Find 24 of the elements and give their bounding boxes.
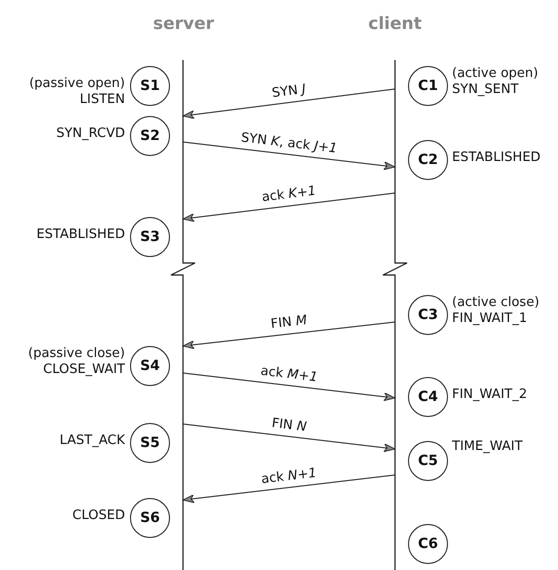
- message-arrow: [182, 424, 396, 452]
- message-arrow: [182, 322, 396, 350]
- state-label: (active close): [452, 295, 540, 311]
- state-label: LISTEN: [80, 92, 125, 108]
- state-label: SYN_RCVD: [56, 126, 125, 142]
- state-label: FIN_WAIT_2: [452, 387, 528, 403]
- message-arrow: [182, 88, 396, 119]
- lifeline-heading: server: [153, 13, 213, 36]
- state-label: (passive close): [28, 346, 125, 362]
- state-label: ESTABLISHED: [452, 150, 541, 166]
- message-arrow: [182, 474, 396, 504]
- state-label: FIN_WAIT_1: [452, 311, 528, 327]
- message-arrow: [182, 142, 396, 170]
- state-label: SYN_SENT: [452, 82, 519, 98]
- state-label: TIME_WAIT: [452, 439, 523, 455]
- lifeline-heading: client: [367, 13, 423, 36]
- state-label: CLOSE_WAIT: [43, 362, 125, 378]
- state-label: LAST_ACK: [60, 433, 125, 449]
- state-label: (active open): [452, 66, 538, 82]
- state-label: CLOSED: [72, 508, 125, 524]
- message-arrow: [182, 372, 396, 402]
- state-label: ESTABLISHED: [36, 227, 125, 243]
- message-arrow: [182, 192, 396, 222]
- state-label: (passive open): [29, 76, 125, 92]
